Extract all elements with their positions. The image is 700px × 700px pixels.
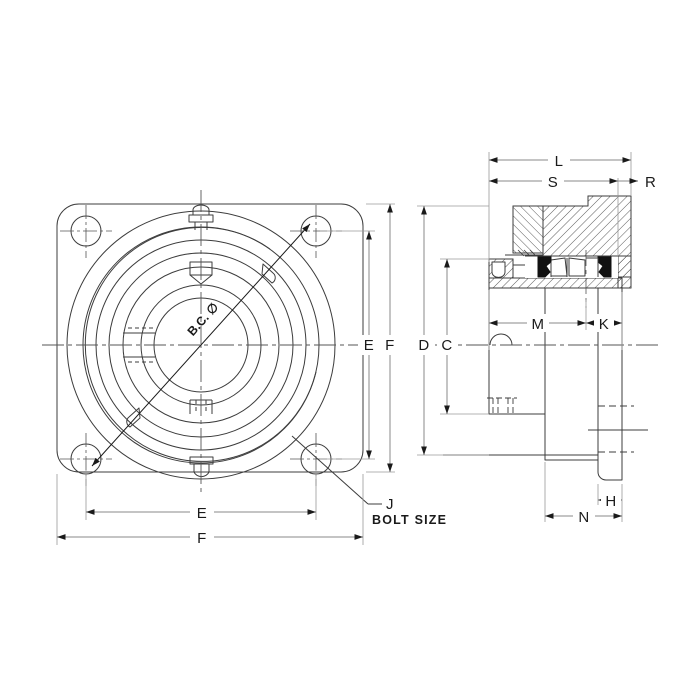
section-top-dimensions: L S R — [488, 151, 656, 262]
grease-port-arc — [489, 333, 513, 346]
seal-retainer-recess — [491, 261, 506, 278]
section-mid-dimensions: M K — [488, 290, 623, 350]
foot-hidden-lines — [598, 405, 634, 453]
housing-inner-wall — [512, 205, 544, 254]
set-screw-threads — [517, 249, 537, 257]
dimension-label-K: K — [599, 316, 610, 333]
lip-seal-left — [537, 255, 552, 278]
bolt-hole-callout: J BOLT SIZE — [291, 435, 447, 527]
dimension-label-N: N — [578, 509, 589, 526]
housing-base-hatch — [488, 277, 623, 289]
dimension-label-L: L — [555, 153, 564, 170]
flange-outline — [56, 203, 364, 473]
dimension-label-S: S — [548, 174, 559, 191]
bolt-size-note: BOLT SIZE — [372, 513, 447, 527]
front-view-horizontal-dimensions: E F — [56, 470, 364, 547]
rolling-element-right — [568, 257, 586, 277]
bolt-hole-label: J — [386, 496, 394, 513]
bc-diameter-leader-line — [91, 223, 311, 467]
lip-seal-right — [597, 255, 612, 278]
dimension-label-F-horizontal: F — [197, 530, 207, 547]
left-extension-lines — [417, 205, 489, 456]
dimension-label-M: M — [532, 316, 545, 333]
dimension-label-C: C — [441, 337, 452, 354]
rolling-element-left — [550, 257, 568, 277]
section-bottom-dimensions: H N — [544, 462, 623, 526]
top-extension-lines — [488, 152, 632, 262]
dimension-label-E-vertical: E — [364, 337, 375, 354]
base-foot-profile — [597, 288, 623, 481]
section-left-dimensions: D C — [414, 205, 489, 456]
dimension-label-H: H — [605, 493, 616, 510]
base-mid-profile — [544, 288, 599, 461]
front-view-vertical-dimensions: E F — [320, 203, 401, 473]
setscrew-hidden-detail — [487, 397, 517, 416]
dimension-label-R: R — [645, 174, 656, 191]
side-section-view — [432, 195, 660, 481]
dimension-label-E-horizontal: E — [197, 505, 208, 522]
dimension-label-D: D — [418, 337, 429, 354]
dimension-label-F-vertical: F — [385, 337, 395, 354]
